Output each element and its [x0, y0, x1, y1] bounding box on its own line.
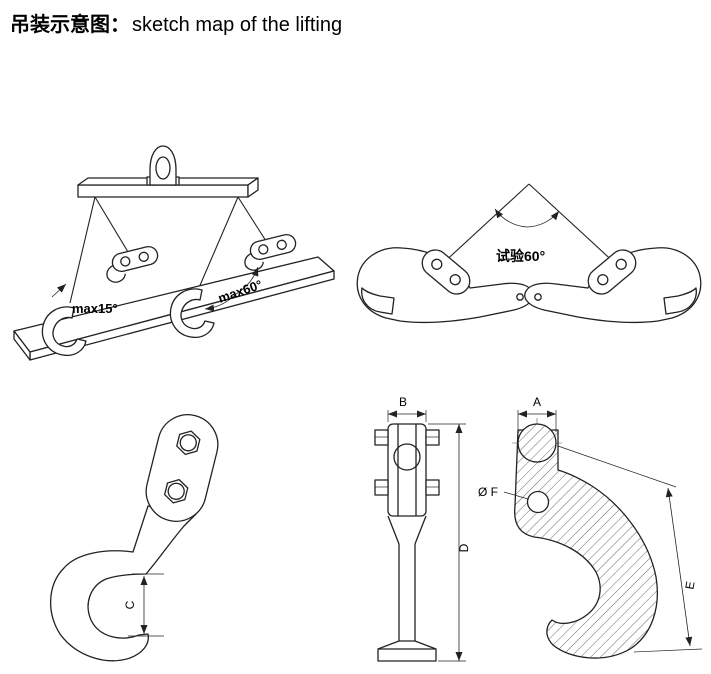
sling-right	[528, 183, 619, 267]
figure-front-view: B D	[374, 395, 471, 662]
head-assembly	[374, 423, 440, 517]
label-dim-d: D	[457, 543, 471, 552]
hook-section	[514, 429, 658, 659]
base-foot	[377, 640, 437, 662]
bolt-lower	[374, 479, 440, 496]
title-chinese: 吊装示意图：	[10, 14, 130, 36]
label-test-angle: 试验60°	[496, 248, 545, 264]
sling-left	[439, 183, 530, 267]
dim-d: D	[428, 423, 471, 662]
angle-annotation-15: max15°	[51, 283, 118, 316]
lifting-eye	[517, 423, 557, 463]
body-shank	[387, 515, 427, 641]
label-max15: max15°	[72, 301, 118, 316]
test-clamp-right	[524, 244, 702, 324]
page-title: 吊装示意图：sketch map of the lifting	[10, 8, 342, 37]
sling-lines	[69, 196, 267, 304]
dim-b: B	[387, 395, 427, 422]
figure-section-view: A Ø F E	[478, 395, 703, 659]
label-dim-a: A	[533, 395, 541, 409]
dim-a: A	[517, 395, 557, 432]
shackle-link	[146, 145, 180, 186]
apex-angle-arc	[494, 208, 560, 228]
label-dim-b: B	[399, 395, 407, 409]
dim-f: Ø F	[478, 485, 529, 500]
label-dim-f: Ø F	[478, 485, 498, 499]
label-dim-e: E	[682, 580, 697, 590]
bolt-upper	[374, 429, 440, 446]
clamp-link-plate	[145, 414, 219, 522]
figure-test-angle: 试验60°	[356, 183, 702, 324]
figure-lifting-arrangement: max15° max60°	[13, 145, 335, 361]
figure-side-view: C	[49, 414, 219, 662]
plate-clamp-1	[101, 244, 163, 285]
pin-hole	[526, 490, 550, 514]
hook-body	[49, 505, 197, 662]
title-english: sketch map of the lifting	[132, 14, 343, 36]
dim-e: E	[557, 445, 703, 653]
dim-c: C	[123, 573, 164, 637]
label-dim-c: C	[123, 600, 137, 609]
